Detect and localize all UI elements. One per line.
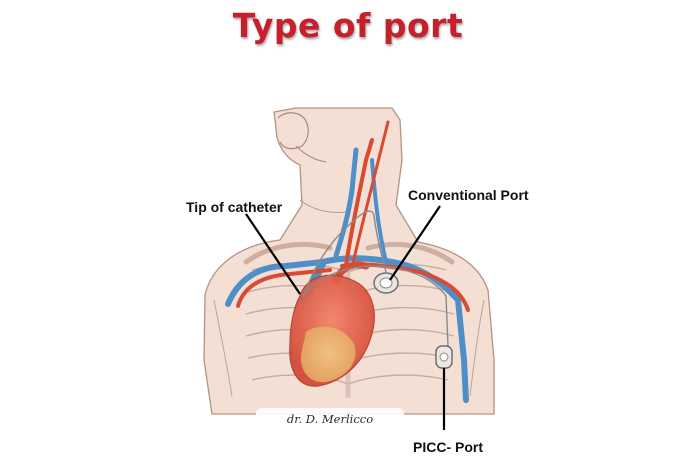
- arteries: [236, 120, 470, 312]
- label-conventional-port: Conventional Port: [408, 187, 529, 203]
- page-title: Type of port: [232, 6, 464, 45]
- label-tip-of-catheter: Tip of catheter: [186, 199, 283, 215]
- conventional-port-device: [373, 272, 399, 294]
- label-pointers: [245, 205, 446, 430]
- watermark-signature: dr. D. Merlicco: [287, 412, 373, 426]
- watermark-box: dr. D. Merlicco: [256, 408, 404, 430]
- picc-port-catheter: [301, 265, 449, 347]
- conventional-port-catheter: [303, 210, 387, 297]
- label-picc-port: PICC- Port: [413, 439, 483, 455]
- picc-port-device: [435, 345, 453, 369]
- heart: [289, 274, 375, 387]
